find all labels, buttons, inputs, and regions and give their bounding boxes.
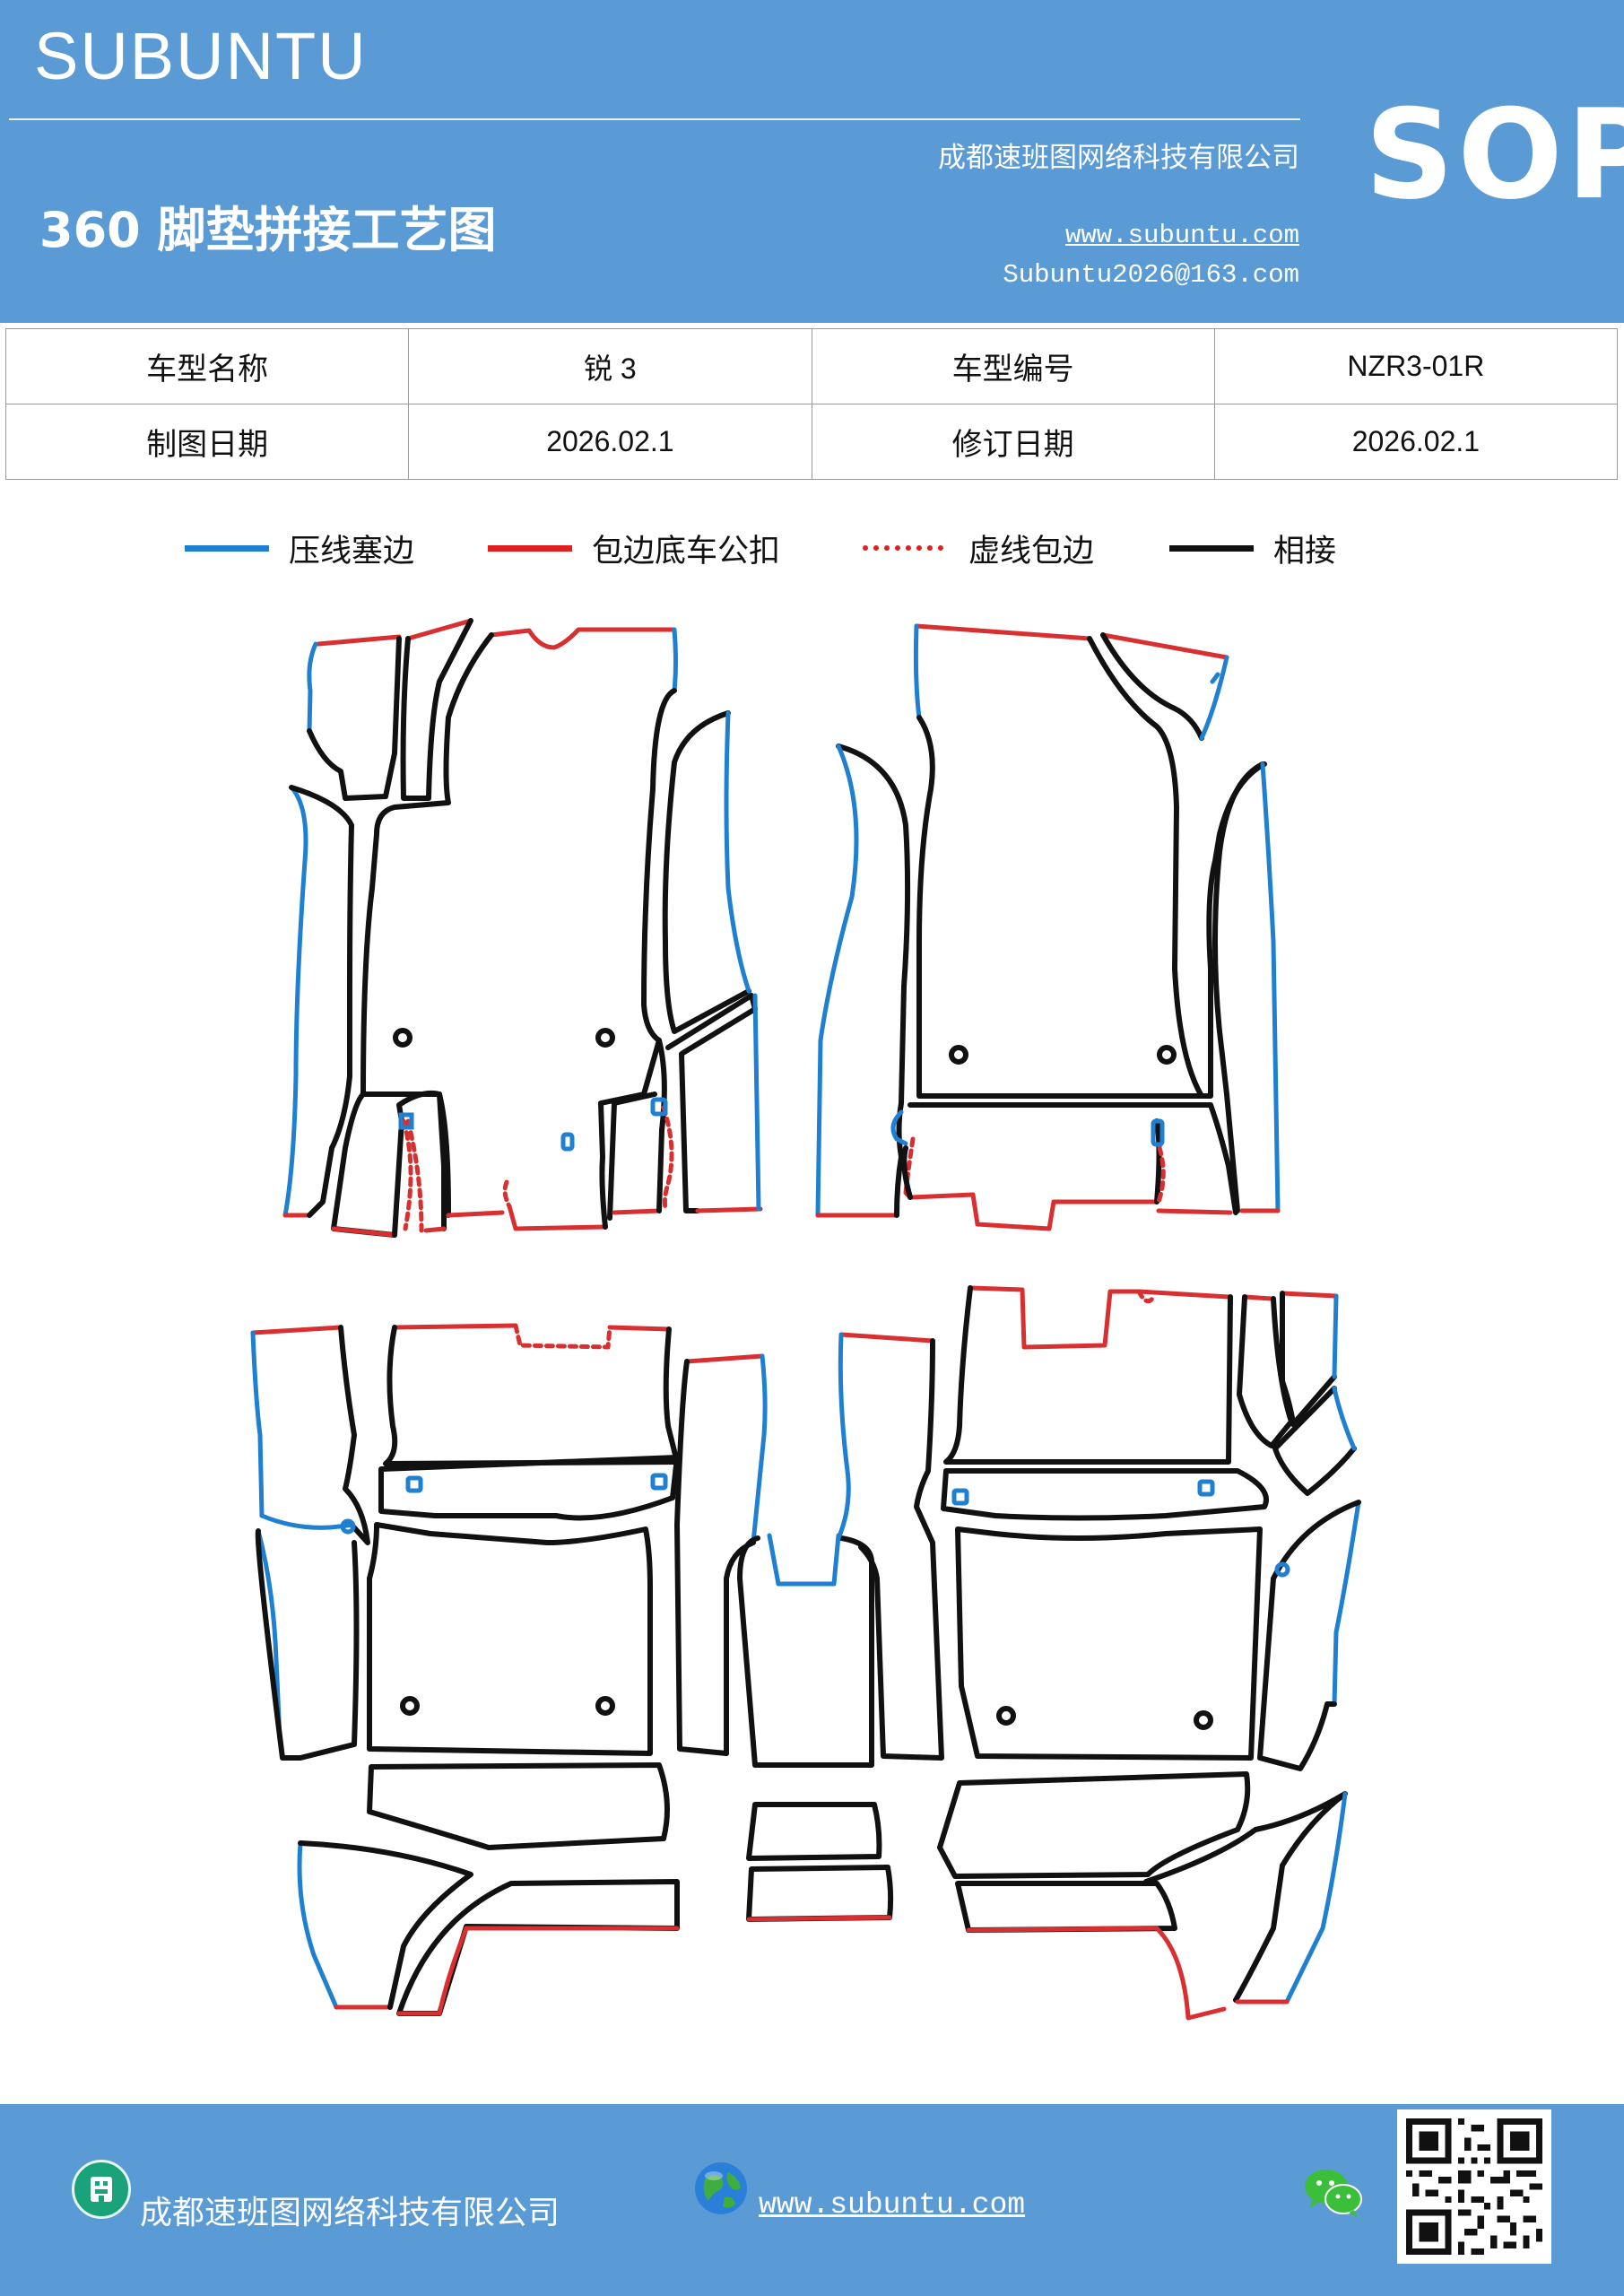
legend-label: 包边底车公扣 [592,533,781,570]
rear-right-mat [836,1285,1361,2021]
black-line-swatch [1169,544,1254,552]
center-pieces [737,1533,894,1922]
company-name: 成都速班图网络科技有限公司 [938,142,1299,174]
model-code-label: 车型编号 [811,328,1215,404]
table-row: 制图日期 2026.02.1 修订日期 2026.02.1 [4,404,1619,480]
blue-line-swatch [185,544,269,552]
model-code-value: NZR3-01R [1213,328,1619,404]
floor-mat-diagram [250,618,1361,2021]
drawing-date-label: 制图日期 [4,404,410,480]
red-dotted-swatch [863,545,943,551]
wechat-icon[interactable] [1302,2163,1365,2221]
footer-company-name: 成都速班图网络科技有限公司 [140,2195,560,2231]
drawing-date-value: 2026.02.1 [408,404,812,480]
legend-item-press-line: 压线塞边 [185,517,414,579]
header-divider [9,118,1300,120]
model-name-label: 车型名称 [4,328,410,404]
front-left-mat [282,618,763,1238]
website-link[interactable]: www.subuntu.com [1064,221,1299,250]
revision-date-value: 2026.02.1 [1213,404,1619,480]
legend-label: 压线塞边 [289,533,415,570]
table-row: 车型名称 锐 3 车型编号 NZR3-01R [4,328,1619,404]
footer-website-link[interactable]: www.subuntu.com [759,2188,1026,2222]
footer-banner: 成都速班图网络科技有限公司 www.subuntu.com [0,2104,1624,2296]
revision-date-label: 修订日期 [811,404,1215,480]
globe-icon [692,2160,750,2217]
legend-item-joint: 相接 [1169,517,1336,579]
brand-name: SUBUNTU [34,19,368,93]
header-banner: SUBUNTU 360 脚垫拼接工艺图 成都速班图网络科技有限公司 www.su… [0,0,1624,323]
legend-label: 虚线包边 [968,533,1095,570]
building-icon [72,2160,131,2219]
vehicle-info-table: 车型名称 锐 3 车型编号 NZR3-01R 制图日期 2026.02.1 修订… [4,328,1619,480]
legend-item-edge-wrap: 包边底车公扣 [488,517,780,579]
sop-badge: SOP [1365,83,1624,227]
email-address[interactable]: Subuntu2026@163.com [1003,260,1299,290]
legend-label: 相接 [1273,533,1337,570]
legend-item-dashed-wrap: 虚线包边 [863,517,1094,579]
model-name-value: 锐 3 [408,328,812,404]
rear-left-mat [250,1323,768,2016]
front-right-mat [815,623,1281,1231]
page-title: 360 脚垫拼接工艺图 [39,202,497,258]
legend: 压线塞边 包边底车公扣 虚线包边 相接 [0,517,1624,579]
qr-code [1397,2109,1551,2264]
red-line-swatch [488,544,572,552]
